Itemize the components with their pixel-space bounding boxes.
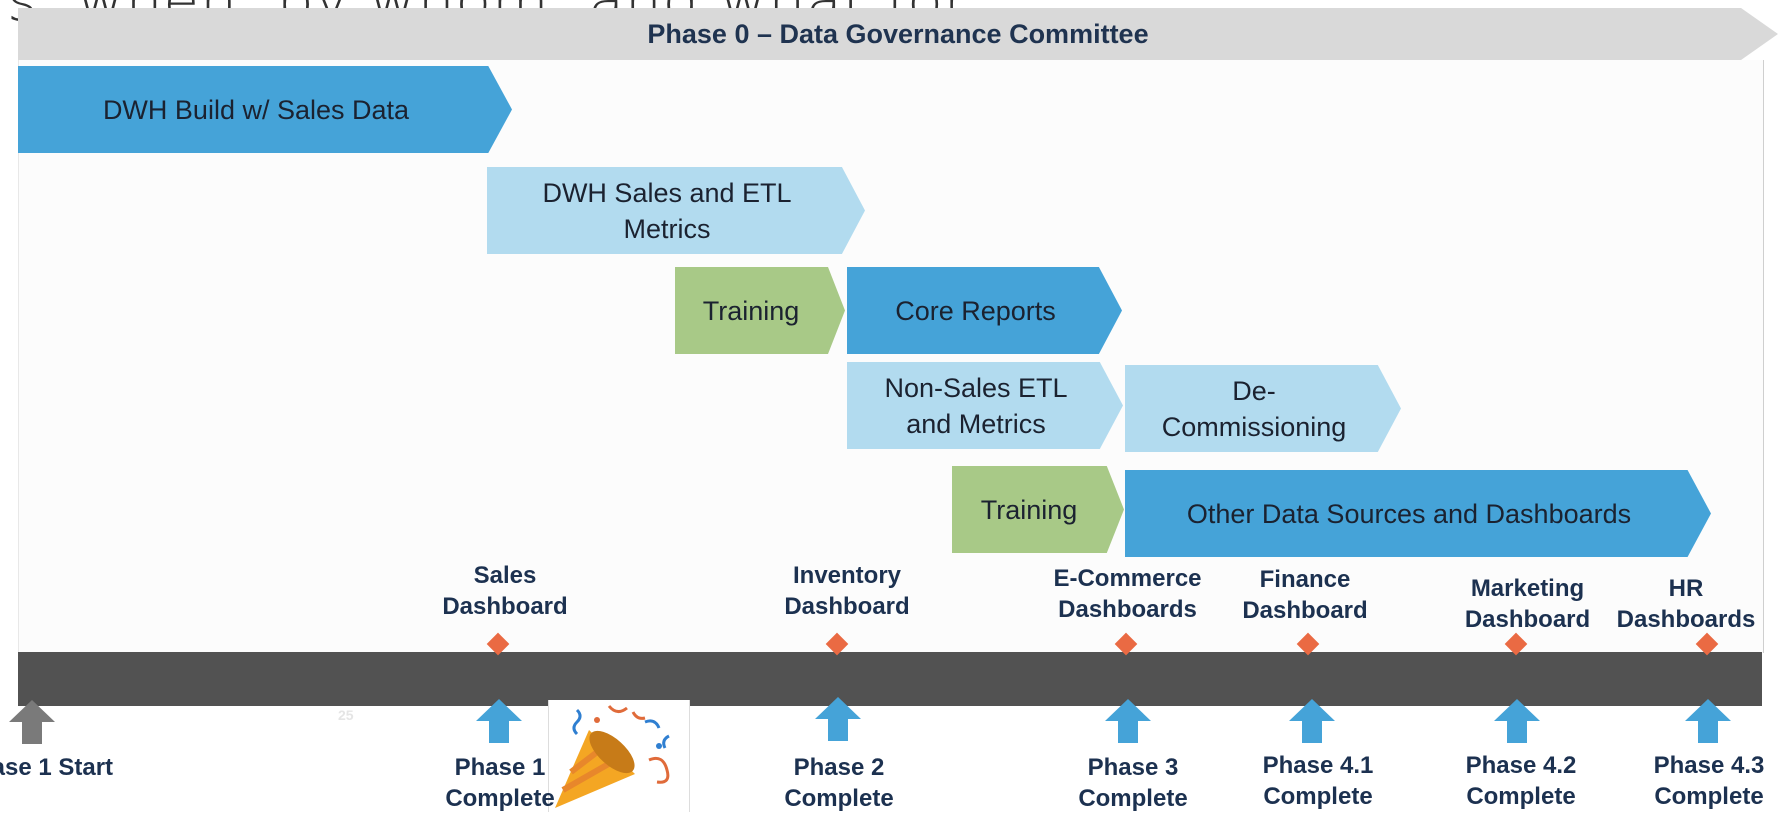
task-core-reports: Core Reports [847, 267, 1122, 354]
phase41-complete-text: Phase 4.1 Complete [1262, 752, 1374, 810]
task-dwh-sales-etl: DWH Sales and ETL Metrics [487, 167, 865, 254]
phase2-complete-text: Phase 2 Complete [784, 754, 894, 812]
faint-number: 25 [338, 707, 354, 723]
milestone-marketing-dashboard: Marketing Dashboard [1445, 573, 1610, 635]
up-arrow-blue-icon [1494, 699, 1540, 743]
party-popper-icon [555, 705, 670, 808]
task-training-1-label: Training [702, 295, 800, 326]
milestone-sales-dashboard: Sales Dashboard [425, 560, 585, 622]
task-other-sources: Other Data Sources and Dashboards [1125, 470, 1711, 557]
phase41-complete-label: Phase 4.1 Complete [1243, 750, 1393, 812]
up-arrow-blue-icon [1105, 699, 1151, 743]
phase1-start-text: Phase 1 Start [0, 754, 114, 781]
up-arrow-blue-icon [815, 697, 861, 741]
up-arrow-blue-icon [1685, 699, 1731, 743]
milestone-finance-dashboard: Finance Dashboard [1225, 564, 1385, 626]
task-training-1: Training [675, 267, 845, 354]
task-other-sources-label: Other Data Sources and Dashboards [1186, 498, 1632, 529]
task-training-2: Training [952, 466, 1124, 553]
phase3-complete-label: Phase 3 Complete [1063, 752, 1203, 814]
phase1-complete-label: Phase 1 Complete [430, 752, 570, 814]
party-popper-image [548, 700, 690, 812]
milestone-hr-label: HR Dashboards [1616, 575, 1756, 633]
task-decommissioning: De-Commissioning [1125, 365, 1401, 452]
task-dwh-build-label: DWH Build w/ Sales Data [102, 94, 410, 125]
task-dwh-sales-etl-label: DWH Sales and ETL Metrics [542, 177, 792, 244]
up-arrow-blue-icon [1289, 699, 1335, 743]
phase0-label: Phase 0 – Data Governance Committee [647, 18, 1149, 49]
milestone-sales-label: Sales Dashboard [442, 562, 568, 620]
task-core-reports-label: Core Reports [895, 295, 1056, 326]
up-arrow-gray-icon [9, 700, 55, 744]
phase0-banner: Phase 0 – Data Governance Committee [18, 8, 1778, 60]
phase42-complete-text: Phase 4.2 Complete [1465, 752, 1577, 810]
milestone-inventory-dashboard: Inventory Dashboard [767, 560, 927, 622]
task-non-sales-etl-label: Non-Sales ETL and Metrics [884, 372, 1068, 439]
phase2-complete-label: Phase 2 Complete [769, 752, 909, 814]
task-training-2-label: Training [980, 494, 1078, 525]
up-arrow-blue-icon [476, 699, 522, 743]
task-decommissioning-label: De-Commissioning [1161, 375, 1347, 442]
phase43-complete-text: Phase 4.3 Complete [1653, 752, 1765, 810]
phase1-complete-text: Phase 1 Complete [445, 754, 555, 812]
task-dwh-build: DWH Build w/ Sales Data [18, 66, 512, 153]
phase1-start-label: Phase 1 Start [0, 752, 132, 783]
milestone-ecommerce-dashboards: E-Commerce Dashboards [1040, 563, 1215, 625]
milestone-hr-dashboards: HR Dashboards [1609, 573, 1763, 635]
phase3-complete-text: Phase 3 Complete [1078, 754, 1188, 812]
task-non-sales-etl: Non-Sales ETL and Metrics [847, 362, 1123, 449]
milestone-inventory-label: Inventory Dashboard [784, 562, 910, 620]
phase43-complete-label: Phase 4.3 Complete [1637, 750, 1781, 812]
milestone-marketing-label: Marketing Dashboard [1464, 575, 1591, 633]
phase42-complete-label: Phase 4.2 Complete [1446, 750, 1596, 812]
milestone-ecommerce-label: E-Commerce Dashboards [1053, 565, 1202, 623]
milestone-finance-label: Finance Dashboard [1242, 566, 1368, 624]
timeline-bar [18, 652, 1762, 706]
